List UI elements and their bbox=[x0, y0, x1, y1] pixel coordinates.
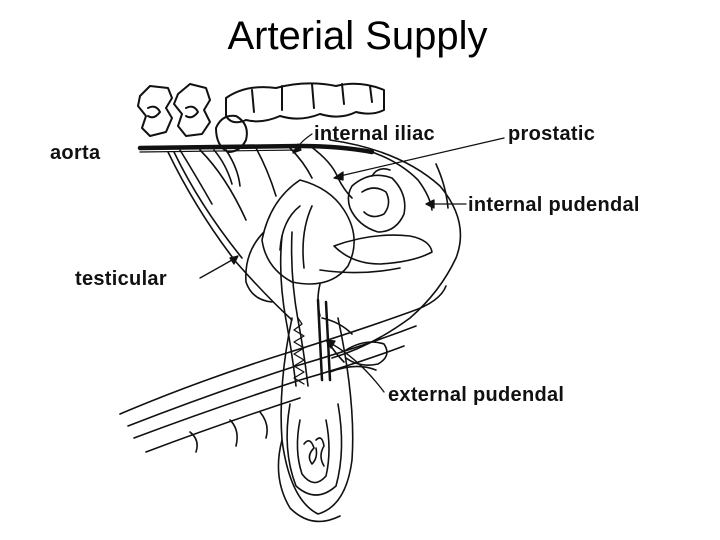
slide-title: Arterial Supply bbox=[227, 14, 488, 58]
label-testicular: testicular bbox=[75, 268, 167, 290]
label-internal-pudendal: internal pudendal bbox=[468, 194, 640, 216]
aorta-vessel bbox=[137, 143, 375, 155]
spermatic-cord bbox=[279, 205, 332, 387]
label-external-pudendal: external pudendal bbox=[388, 384, 565, 406]
label-aorta: aorta bbox=[50, 142, 101, 164]
scrotum bbox=[277, 317, 354, 523]
label-internal-iliac: internal iliac bbox=[314, 123, 435, 145]
prostate-gland bbox=[347, 168, 406, 233]
sheath bbox=[119, 285, 447, 453]
label-prostatic: prostatic bbox=[508, 123, 596, 145]
vertebrae bbox=[137, 82, 385, 153]
leader-lines bbox=[199, 133, 505, 393]
